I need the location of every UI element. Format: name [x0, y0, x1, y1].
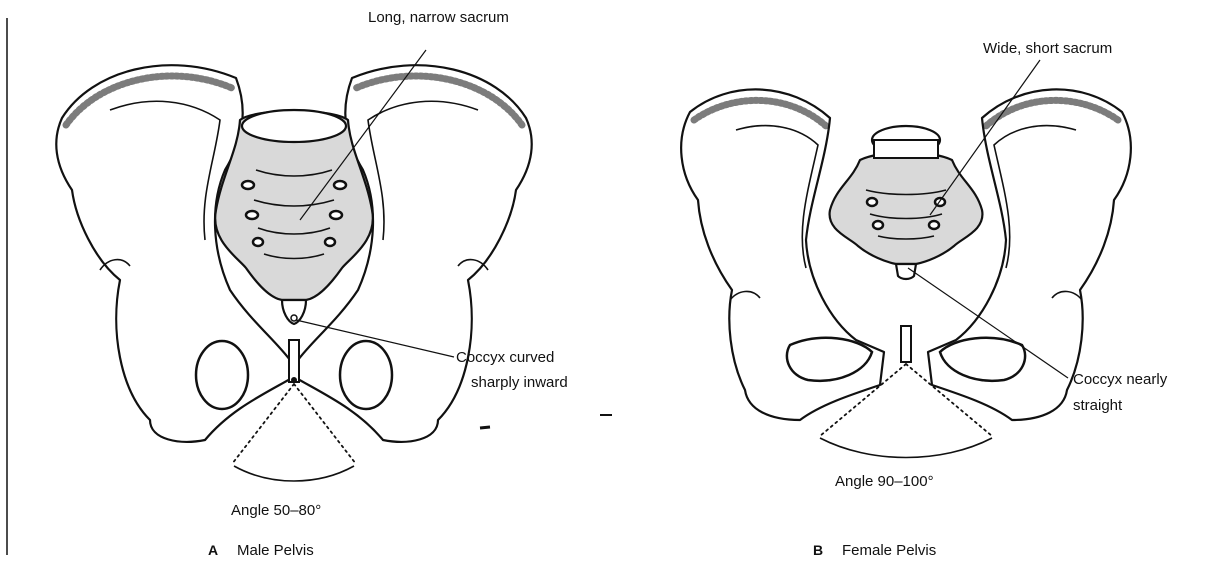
stray-mark [480, 427, 490, 428]
male-angle-arc [234, 466, 354, 481]
male-sacrum-label: Long, narrow sacrum [368, 9, 509, 26]
panel-b-caption: Female Pelvis [842, 542, 936, 559]
male-left-obturator-foramen [196, 341, 248, 409]
female-angle-arc [820, 438, 992, 458]
male-pelvis-illustration [56, 65, 531, 481]
female-coccyx-label-line2: straight [1073, 397, 1123, 414]
panel-a-caption: Male Pelvis [237, 542, 314, 559]
male-sacral-promontory [242, 110, 346, 142]
female-sacrum [830, 153, 983, 265]
female-pubic-symphysis [901, 326, 911, 362]
panel-a-letter: A [208, 542, 218, 558]
male-angle-label: Angle 50–80° [231, 502, 321, 519]
male-coccyx-label-line2: sharply inward [471, 374, 568, 391]
female-pelvis-illustration [681, 89, 1131, 457]
female-angle-label: Angle 90–100° [835, 473, 934, 490]
female-sacrum-label: Wide, short sacrum [983, 40, 1112, 57]
male-coccyx-label-line1: Coccyx curved [456, 349, 554, 366]
male-right-obturator-foramen [340, 341, 392, 409]
female-coccyx-label-line1: Coccyx nearly [1073, 371, 1168, 388]
panel-b-letter: B [813, 542, 823, 558]
male-pubic-symphysis [289, 340, 299, 382]
